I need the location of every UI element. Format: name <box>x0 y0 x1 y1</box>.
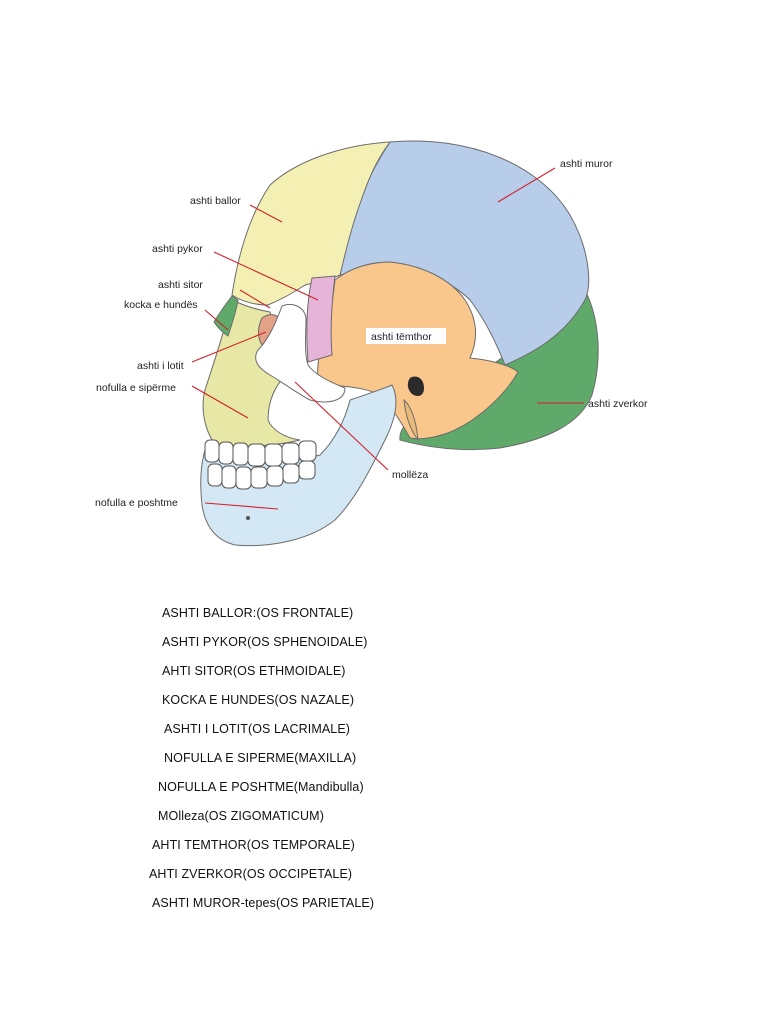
label-ashti-ballor: ashti ballor <box>190 195 241 207</box>
legend-item: ASHTI BALLOR:(OS FRONTALE) <box>162 606 354 620</box>
legend-item: KOCKA E HUNDES(OS NAZALE) <box>162 693 355 707</box>
label-nofulla-e-poshtme: nofulla e poshtme <box>95 497 178 509</box>
legend-item: AHTI ZVERKOR(OS OCCIPETALE) <box>149 867 353 881</box>
legend-item: ASHTI MUROR-tepes(OS PARIETALE) <box>152 896 375 910</box>
mandible-bone <box>200 384 397 547</box>
mental-foramen <box>246 516 250 520</box>
leader-poshtme <box>204 502 279 510</box>
legend-item: AHTI SITOR(OS ETHMOIDALE) <box>162 664 346 678</box>
label-ashti-sitor: ashti sitor <box>158 279 203 291</box>
label-ashti-temthor: ashti tëmthor <box>371 331 432 343</box>
legend-item: ASHTI PYKOR(OS SPHENOIDALE) <box>162 635 368 649</box>
leader-sitor <box>239 289 271 309</box>
leader-siperme <box>191 385 249 419</box>
upper-teeth <box>204 439 317 467</box>
temporal-label-box <box>366 328 446 344</box>
label-molleza: mollëza <box>392 469 428 481</box>
ear-canal <box>407 376 424 396</box>
lower-teeth <box>207 460 316 490</box>
sphenoid-bone <box>306 275 336 363</box>
label-ashti-i-lotit: ashti i lotit <box>137 360 184 372</box>
legend-item: AHTI TEMTHOR(OS TEMPORALE) <box>152 838 355 852</box>
styloid-process <box>403 398 419 442</box>
zygomatic-bone <box>255 304 346 403</box>
legend-item: NOFULLA E SIPERME(MAXILLA) <box>164 751 357 765</box>
leader-ballor <box>249 204 283 223</box>
legend-item: ASHTI I LOTIT(OS LACRIMALE) <box>164 722 351 736</box>
label-ashti-muror: ashti muror <box>560 158 613 170</box>
leader-pykor <box>213 251 319 301</box>
legend-item: NOFULLA E POSHTME(Mandibulla) <box>158 780 364 794</box>
label-ashti-zverkor: ashti zverkor <box>588 398 648 410</box>
leader-lines <box>191 167 584 510</box>
leader-hundes <box>204 309 229 331</box>
skull-diagram: ashti muror ashti ballor ashti pykor ash… <box>95 140 648 547</box>
label-kocka-e-hundes: kocka e hundës <box>124 299 198 311</box>
label-ashti-pykor: ashti pykor <box>152 243 203 255</box>
label-nofulla-e-siperme: nofulla e sipërme <box>96 382 176 394</box>
frontal-bone <box>231 141 392 306</box>
leader-molleza <box>294 381 389 471</box>
nasal-bone <box>213 295 239 337</box>
legend-item: MOlleza(OS ZIGOMATICUM) <box>158 809 324 823</box>
leader-muror <box>497 167 556 203</box>
leader-lotit <box>191 331 267 363</box>
